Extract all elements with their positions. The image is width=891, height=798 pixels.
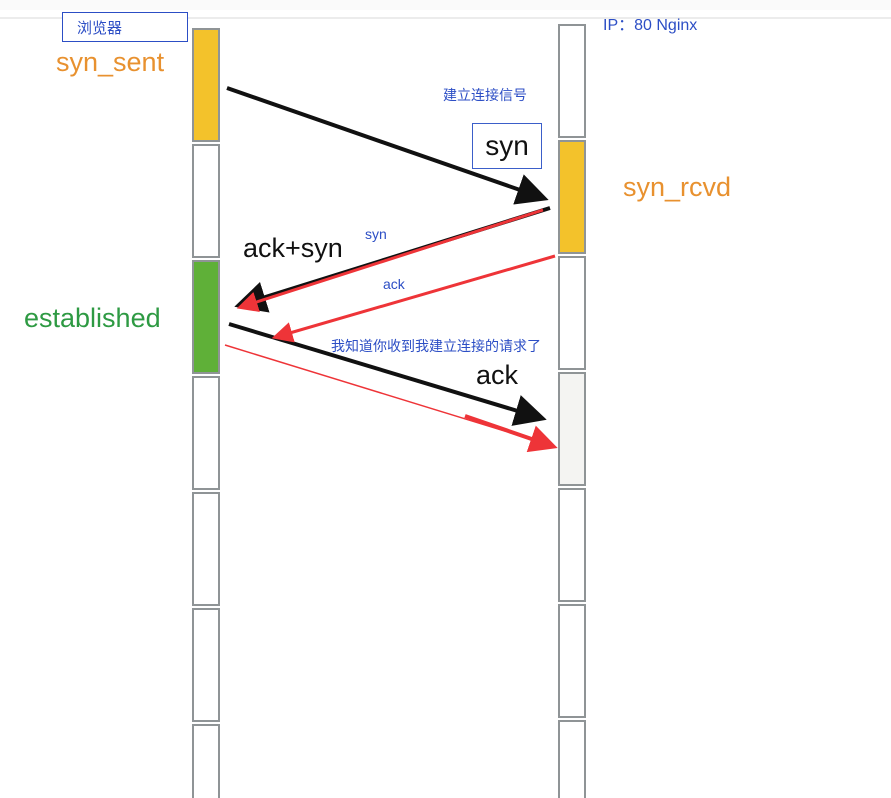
established-label: established <box>24 303 161 333</box>
syn-box: syn <box>472 123 542 169</box>
syn-box-label: syn <box>485 130 529 161</box>
small-syn-label: syn <box>365 226 387 242</box>
confirm-note-label: 我知道你收到我建立连接的请求了 <box>331 338 541 354</box>
server-timeline <box>558 24 586 798</box>
small-ack-label: ack <box>383 276 405 292</box>
ack-label: ack <box>476 360 519 390</box>
ack-syn-label: ack+syn <box>243 233 343 263</box>
red-confirm-arrow-head-segment <box>464 414 558 453</box>
syn-arrow <box>226 86 549 205</box>
client-timeline <box>192 28 220 798</box>
connect-signal-label: 建立连接信号 <box>443 87 527 103</box>
syn-sent-label: syn_sent <box>56 47 165 77</box>
syn-rcvd-label: syn_rcvd <box>623 172 732 202</box>
server-label: IP：80 Nginx <box>603 17 698 34</box>
red-ack-arrow <box>271 254 556 343</box>
top-faded-strip <box>0 0 891 10</box>
browser-label-box: 浏览器 <box>62 12 188 42</box>
red-ack-syn-arrow <box>236 208 544 312</box>
browser-label: 浏览器 <box>77 19 123 37</box>
